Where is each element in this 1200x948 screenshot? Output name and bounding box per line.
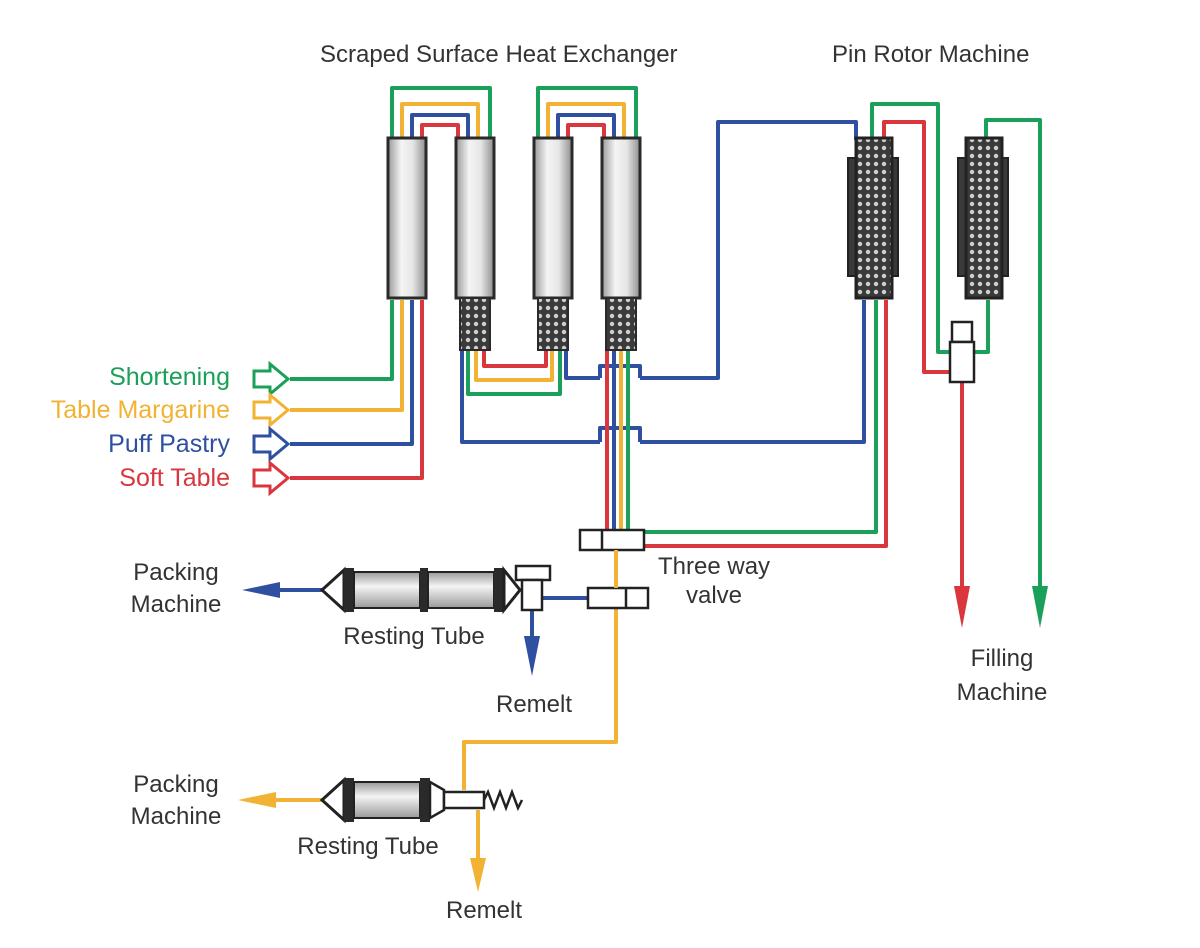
- pipes: [290, 86, 1042, 862]
- arrow-green-filling: [1032, 586, 1048, 628]
- u-bend-2-blue: [556, 113, 616, 140]
- blue-route-b2: [640, 300, 866, 444]
- input-arrow-soft-table: [252, 459, 291, 497]
- pin2-green-to-valve: [972, 300, 990, 354]
- pin-top-green: [870, 102, 952, 354]
- arrows: [238, 582, 1048, 892]
- pin-return-green: [645, 300, 878, 534]
- arrow-blue-remelt: [524, 636, 540, 676]
- pin-rotor-1: [847, 136, 899, 300]
- sshe-unit-2: [454, 136, 496, 351]
- remelt-lower-label: Remelt: [446, 897, 522, 924]
- packing-upper-label-l1: Packing: [133, 559, 218, 586]
- blue-route-a: [564, 350, 600, 380]
- pin2-green-top: [984, 118, 1042, 590]
- remelt-upper-label: Remelt: [496, 691, 572, 718]
- three-way-valve-label-l1: Three way: [658, 553, 770, 580]
- input-label-table-margarine: Table Margarine: [51, 396, 230, 424]
- puff-pastry-inlet-line: [290, 300, 414, 446]
- three-way-valve-label-l2: valve: [686, 582, 742, 609]
- labels: Scraped Surface Heat Exchanger Pin Rotor…: [51, 41, 1048, 924]
- resting-tube-upper-label: Resting Tube: [343, 623, 484, 650]
- shortening-inlet-line: [290, 300, 394, 381]
- u-bend-1-red: [420, 123, 460, 140]
- soft-table-inlet-line: [290, 300, 424, 480]
- arrow-blue-packing: [242, 582, 280, 598]
- arrow-yellow-remelt: [470, 858, 486, 892]
- u-bend-1-green: [390, 86, 492, 140]
- input-label-soft-table: Soft Table: [119, 464, 230, 492]
- u-bend-2-green: [536, 86, 638, 140]
- packing-lower-label-l2: Machine: [131, 803, 222, 830]
- sshe-unit-3: [532, 136, 574, 351]
- pin-rotor-heading: Pin Rotor Machine: [832, 41, 1029, 68]
- sshe-heading: Scraped Surface Heat Exchanger: [320, 41, 678, 68]
- input-arrow-table-margarine: [252, 391, 291, 429]
- three-way-valve-top: [578, 528, 646, 552]
- input-arrow-shortening: [252, 360, 291, 398]
- pin-top-red: [882, 120, 952, 374]
- u-bend-2-yellow: [546, 102, 626, 140]
- packing-upper-label-l2: Machine: [131, 591, 222, 618]
- blue-route-a2: [640, 120, 858, 380]
- input-label-shortening: Shortening: [109, 363, 230, 391]
- pin-rotor-2: [957, 136, 1009, 300]
- packing-lower-label-l1: Packing: [133, 771, 218, 798]
- arrow-red-filling: [954, 586, 970, 628]
- input-arrows: [252, 360, 291, 497]
- three-way-valve-bottom: [586, 550, 650, 610]
- u-bend-1-blue: [410, 113, 470, 140]
- sshe-unit-4: [600, 136, 642, 351]
- blue-route-b: [460, 350, 600, 444]
- sshe-unit-1: [386, 136, 428, 300]
- filling-machine-label-l2: Machine: [957, 679, 1048, 706]
- resting-tube-lower-label: Resting Tube: [297, 833, 438, 860]
- yellow-valve-to-lower: [462, 608, 618, 790]
- pin-return-red: [645, 300, 888, 548]
- resting-tube-upper: [319, 564, 552, 615]
- u-bend-2-red: [566, 123, 606, 140]
- filling-machine-label-l1: Filling: [971, 645, 1034, 672]
- input-label-puff-pastry: Puff Pastry: [108, 430, 230, 458]
- resting-tube-lower: [319, 776, 524, 824]
- table-margarine-inlet-line: [290, 300, 404, 412]
- u-bend-1-yellow: [400, 102, 480, 140]
- arrow-yellow-packing: [238, 792, 276, 808]
- bottom-bend-green: [466, 350, 562, 396]
- bottom-bend-red: [482, 350, 548, 368]
- pin-rotor-valve: [948, 320, 976, 384]
- input-arrow-puff-pastry: [252, 425, 291, 463]
- bottom-bend-yellow: [474, 350, 554, 382]
